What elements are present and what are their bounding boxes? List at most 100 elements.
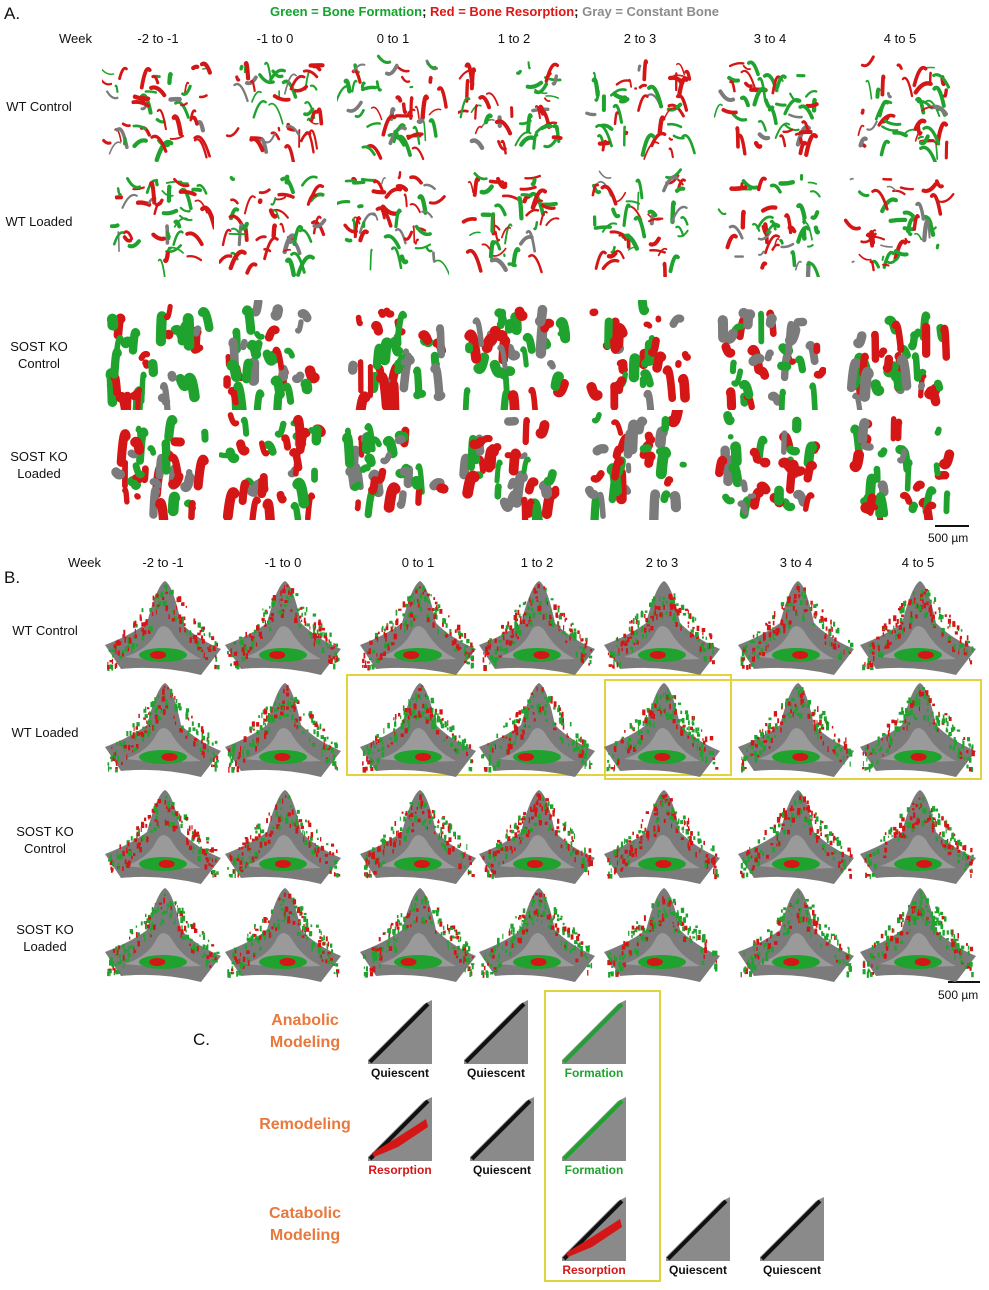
panel-a-row-label-line: SOST KO: [10, 339, 68, 354]
legend-constant: Gray = Constant Bone: [582, 4, 719, 19]
panel-b-col-label: 3 to 4: [779, 555, 813, 570]
panel-c-tile: [464, 1000, 528, 1064]
panel-b-row-label-line: Control: [24, 841, 66, 856]
panel-b-render: [356, 788, 480, 893]
panel-a-row-label-line: Loaded: [17, 466, 61, 481]
panel-b-row-label-line: SOST KO: [16, 922, 74, 937]
panel-a-render: [337, 300, 449, 420]
panel-b-render: [856, 579, 980, 684]
panel-a-render: [458, 167, 570, 282]
panel-a-col-label: -2 to -1: [137, 31, 179, 46]
panel-a-letter: A.: [4, 4, 21, 23]
panel-a-render: [713, 52, 826, 167]
highlight-box-right: [604, 679, 982, 780]
panel-b-render: [600, 681, 724, 786]
panel-c-row-title-line: Modeling: [269, 1034, 341, 1051]
panel-b-render: [475, 886, 599, 991]
panel-a-render: [451, 52, 570, 167]
panel-a-render: [334, 52, 449, 167]
panel-b-letter: B.: [4, 568, 21, 587]
panel-c-tile-label: Quiescent: [762, 1263, 822, 1277]
panel-a-render: [97, 52, 214, 167]
panel-a-render: [714, 167, 826, 285]
panel-a-render: [334, 167, 451, 282]
panel-a-render: [584, 167, 696, 286]
panel-b-week-label: Week: [68, 555, 101, 570]
color-legend: Green = Bone Formation; Red = Bone Resor…: [270, 4, 719, 19]
panel-a-row-label: SOST KO Loaded: [0, 448, 84, 482]
panel-b-render: [101, 788, 225, 893]
panel-b-render: [734, 788, 858, 893]
panel-a-render: [219, 52, 331, 168]
panel-b-render: [221, 681, 345, 786]
highlight-box-left: [346, 674, 732, 776]
panel-a-col-label: 0 to 1: [376, 31, 410, 46]
panel-a-render: [844, 300, 956, 419]
panel-a-col-label: 4 to 5: [883, 31, 917, 46]
panel-a-row-label: SOST KO Control: [0, 338, 84, 372]
panel-c-tile-label: Quiescent: [370, 1066, 430, 1080]
panel-a-render: [458, 300, 571, 426]
panel-a-render: [337, 410, 449, 525]
panel-c-tile: [562, 1000, 626, 1064]
panel-b-col-label: -2 to -1: [142, 555, 184, 570]
panel-b-render: [734, 886, 858, 991]
panel-a-render: [218, 410, 331, 536]
panel-b-render: [475, 788, 599, 893]
panel-c-letter: C.: [193, 1030, 210, 1049]
panel-a-render: [843, 167, 956, 282]
panel-c-tile-label: Quiescent: [466, 1066, 526, 1080]
panel-a-week-label: Week: [59, 31, 92, 46]
panel-b-scale-bar: [948, 981, 980, 983]
legend-resorption: Red = Bone Resorption: [430, 4, 575, 19]
panel-b-render: [856, 886, 980, 991]
panel-b-col-label: 4 to 5: [901, 555, 935, 570]
panel-b-row-label: WT Control: [0, 622, 90, 639]
panel-b-render: [600, 579, 724, 684]
panel-a-row-label-line: SOST KO: [10, 449, 68, 464]
panel-b-render: [356, 681, 480, 786]
panel-b-render: [101, 886, 225, 991]
panel-c-tile: [760, 1197, 824, 1261]
panel-b-render: [475, 681, 599, 786]
panel-b-row-label-line: WT Loaded: [11, 725, 79, 740]
panel-a-render: [844, 410, 956, 534]
panel-a-col-label: -1 to 0: [256, 31, 294, 46]
panel-b-scale-label: 500 µm: [938, 988, 979, 1002]
panel-b-render: [221, 579, 345, 684]
panel-b-render: [356, 886, 480, 991]
panel-a-render: [714, 410, 826, 525]
panel-b-row-label-line: WT Control: [12, 623, 78, 638]
panel-c-tile-label: Resorption: [562, 1263, 626, 1277]
panel-a-col-label: 1 to 2: [497, 31, 531, 46]
panel-b-col-label: 1 to 2: [520, 555, 554, 570]
panel-c-tile-label: Quiescent: [668, 1263, 728, 1277]
panel-a-col-label: 2 to 3: [623, 31, 657, 46]
panel-b-render: [101, 579, 225, 684]
panel-c-row-title-line: Modeling: [269, 1227, 341, 1244]
panel-c-tile: [666, 1197, 730, 1261]
panel-a-scale-label: 500 µm: [928, 531, 969, 545]
panel-a-render: [714, 300, 827, 420]
panel-a-render: [584, 405, 696, 529]
panel-b-render: [600, 788, 724, 893]
panel-b-render: [475, 579, 599, 684]
panel-c-row-title-line: Catabolic: [268, 1205, 341, 1222]
panel-c-tile: [368, 1000, 432, 1064]
panel-b-row-label-line: SOST KO: [16, 824, 74, 839]
panel-a-row-label-line: Control: [18, 356, 60, 371]
panel-b-col-label: 0 to 1: [401, 555, 435, 570]
panel-c-row-title-line: Anabolic: [271, 1012, 339, 1029]
panel-c-tile: [470, 1097, 534, 1161]
panel-a-render: [458, 410, 570, 531]
panel-a-render: [102, 167, 218, 282]
panel-a-render: [219, 297, 331, 425]
panel-a-render: [218, 167, 331, 282]
panel-a-render: [844, 52, 956, 167]
panel-b-row-label: SOST KO Control: [0, 823, 90, 857]
panel-a-row-label: WT Control: [0, 98, 84, 115]
panel-c-tile-label: Quiescent: [472, 1163, 532, 1177]
